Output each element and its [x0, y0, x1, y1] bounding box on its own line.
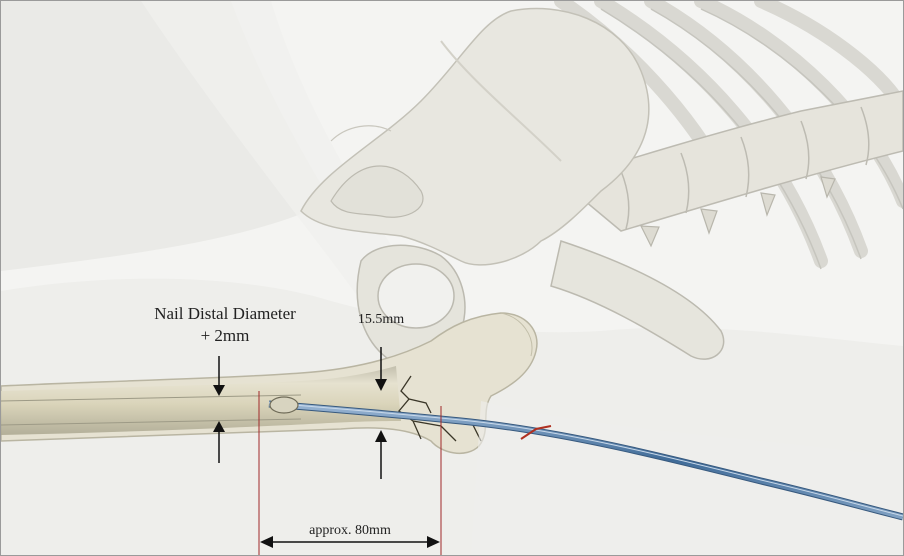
nail-diameter-label-line2: + 2mm [201, 326, 250, 345]
length-label: approx. 80mm [309, 523, 391, 538]
nail-diameter-label-line1: Nail Distal Diameter [154, 304, 296, 323]
proximal-diameter-label: 15.5mm [358, 312, 404, 327]
nail-tip [270, 397, 298, 413]
